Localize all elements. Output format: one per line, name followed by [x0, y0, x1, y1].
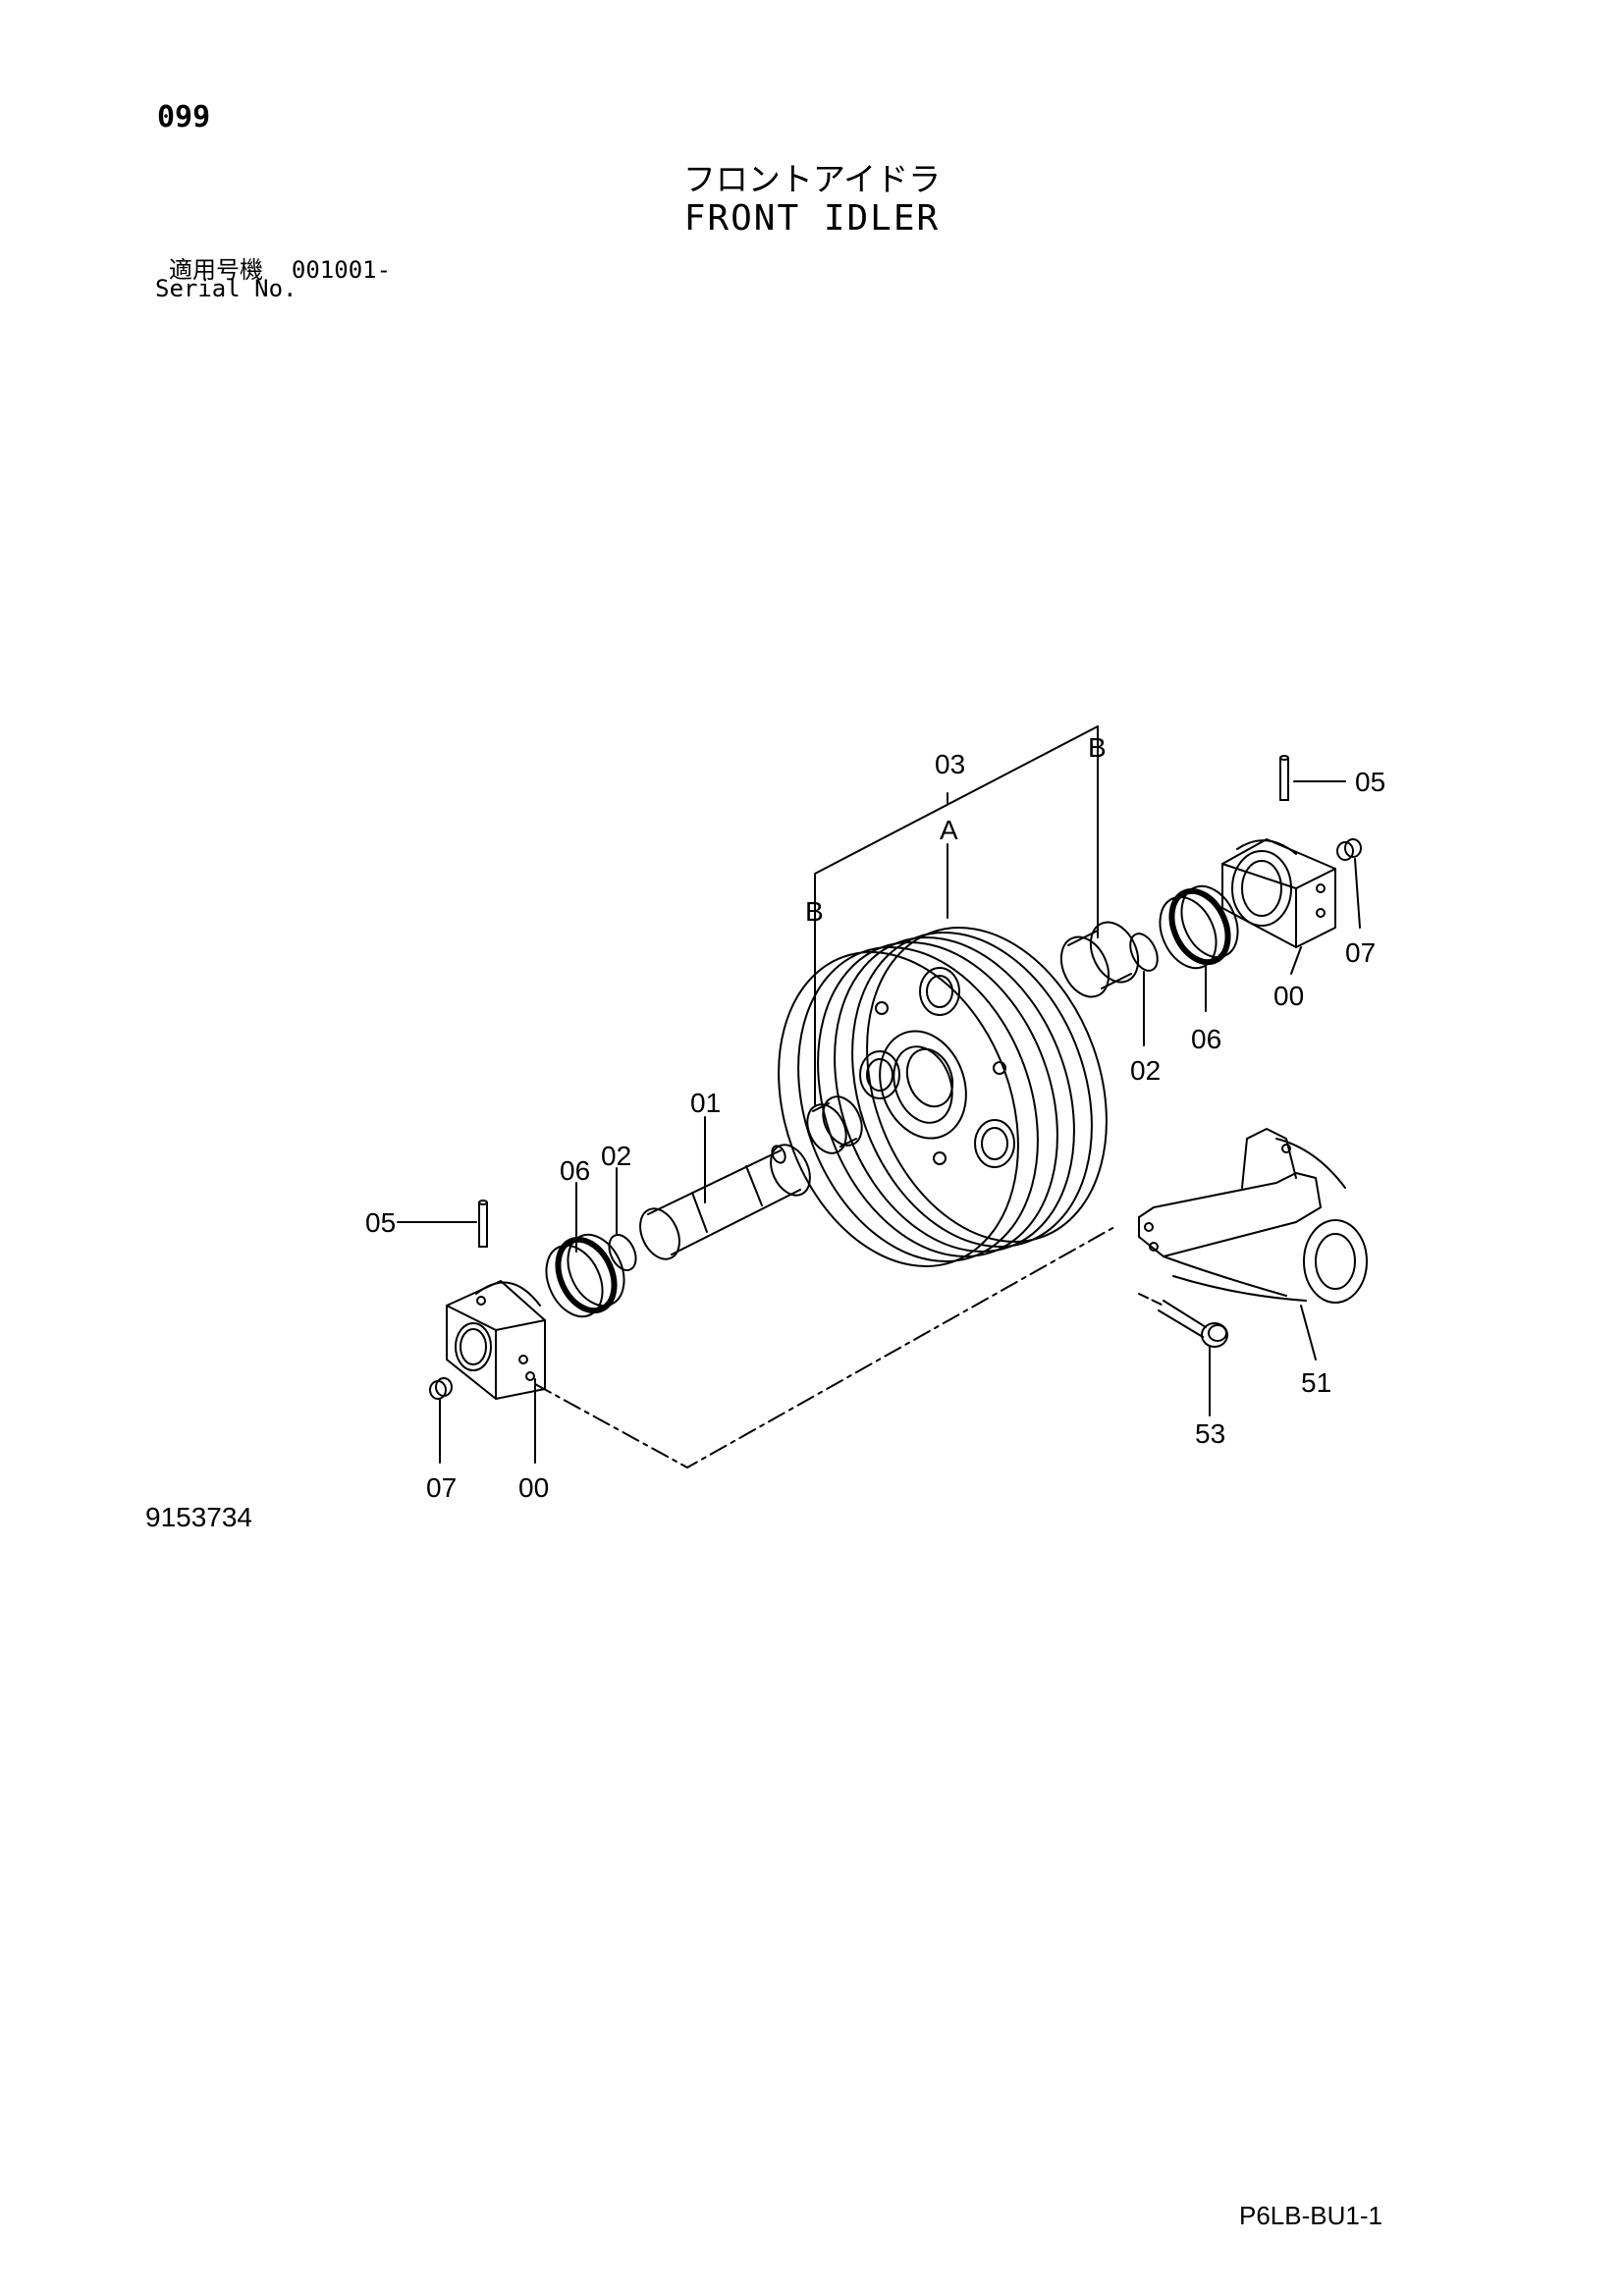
- callout-seal-left: 06: [560, 1155, 590, 1186]
- title-english: FRONT IDLER: [683, 198, 941, 239]
- callout-oring-right: 02: [1130, 1055, 1161, 1086]
- oring-left-drawing: [608, 1234, 637, 1271]
- seal-left-drawing: [545, 1233, 625, 1318]
- bushing-right-drawing: [1059, 921, 1140, 998]
- oring-right-drawing: [1129, 933, 1159, 972]
- support-right-drawing: [1221, 838, 1336, 948]
- serial-label-japanese: 適用号機: [169, 256, 263, 284]
- callout-idler-wheel: A: [940, 815, 958, 845]
- plug-right-drawing: [1336, 838, 1362, 861]
- bolt-drawing: [1158, 1300, 1228, 1348]
- callout-idler-group: 03: [935, 749, 965, 779]
- callout-labels: 05 06 02 01 03 A B B 02 06 05 07 00 07 0…: [365, 732, 1385, 1503]
- callout-pin-right: 05: [1355, 767, 1385, 797]
- support-left-drawing: [446, 1280, 546, 1400]
- callout-plug-left: 07: [426, 1472, 457, 1503]
- callout-shaft: 01: [690, 1088, 721, 1118]
- callout-bushing-left: B: [805, 896, 824, 927]
- alignment-dashdot-line: [534, 1226, 1115, 1468]
- page-code: P6LB-BU1-1: [1239, 2201, 1382, 2230]
- leader-lines: [397, 780, 1361, 1464]
- callout-support-left: 00: [518, 1472, 549, 1503]
- pin-right-drawing: [1279, 755, 1289, 801]
- serial-value: 001001-: [291, 256, 392, 284]
- idler-wheel-drawing: [778, 927, 1108, 1267]
- serial-label-english: Serial No.: [155, 275, 298, 302]
- callout-bracket: 51: [1301, 1367, 1331, 1398]
- title-japanese: フロントアイドラ: [682, 160, 942, 198]
- seal-right-drawing: [1159, 884, 1239, 970]
- serial-label-row: 適用号機 001001-: [169, 250, 391, 285]
- page-number: 099: [157, 100, 211, 134]
- figure-number: 9153734: [145, 1502, 253, 1532]
- bracket-drawing: [1138, 1128, 1368, 1304]
- plug-left-drawing: [429, 1377, 453, 1400]
- callout-oring-left: 02: [601, 1141, 631, 1171]
- pin-left-drawing: [478, 1200, 488, 1248]
- callout-pin-left: 05: [365, 1207, 396, 1238]
- bushing-left-drawing: [806, 1095, 863, 1154]
- callout-support-right: 00: [1273, 981, 1304, 1011]
- shaft-drawing: [639, 1144, 811, 1260]
- callout-bolt: 53: [1195, 1418, 1225, 1449]
- group-bracket-lines: [814, 725, 1099, 889]
- callout-bushing-right: B: [1088, 732, 1107, 763]
- callout-seal-right: 06: [1191, 1024, 1221, 1054]
- callout-plug-right: 07: [1345, 937, 1376, 968]
